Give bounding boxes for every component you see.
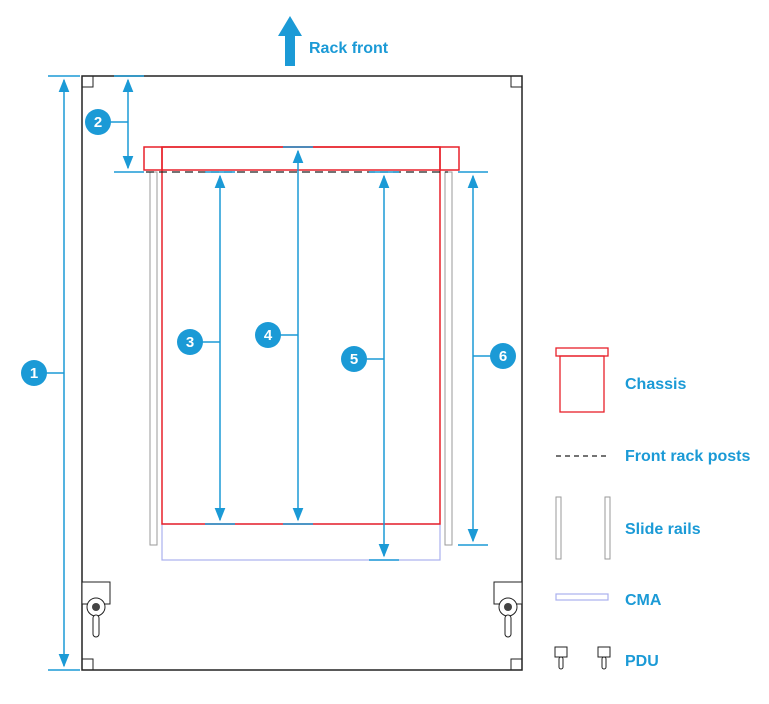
callout-1: 1 [21, 360, 47, 386]
callout-leaders [46, 121, 491, 374]
callout-4: 4 [255, 322, 281, 348]
pdu-right [493, 581, 523, 638]
rack-front-indicator: Rack front [278, 16, 389, 66]
slide-rails [149, 171, 453, 546]
rack-corner [510, 658, 523, 671]
legend-front-rack-posts-label: Front rack posts [625, 448, 750, 465]
rack-corner [81, 75, 94, 88]
pdu-left [81, 581, 111, 638]
rack-outline [81, 75, 523, 671]
legend-cma-label: CMA [625, 592, 662, 609]
rack-front-arrow-icon [278, 16, 302, 66]
callout-6-number: 6 [499, 348, 507, 365]
callout-5: 5 [341, 346, 367, 372]
cma-outline [161, 523, 441, 561]
callout-4-number: 4 [264, 327, 273, 344]
rack-front-label: Rack front [309, 40, 389, 57]
callout-3-number: 3 [186, 334, 194, 351]
rack-corner [510, 75, 523, 88]
callout-1-number: 1 [30, 365, 38, 382]
legend-chassis-swatch [555, 347, 609, 413]
legend-pdu-label: PDU [625, 653, 659, 670]
legend-pdu-swatch [554, 646, 611, 670]
callout-2-number: 2 [94, 114, 102, 131]
legend-cma-swatch [555, 593, 609, 601]
callout-5-number: 5 [350, 351, 358, 368]
callout-3: 3 [177, 329, 203, 355]
legend-chassis-label: Chassis [625, 376, 686, 393]
legend-slide-rails-label: Slide rails [625, 521, 701, 538]
callout-2: 2 [85, 109, 111, 135]
callout-6: 6 [490, 343, 516, 369]
rack-corner [81, 658, 94, 671]
legend: Chassis Front rack posts Slide rails CMA… [554, 347, 750, 670]
dimension-lines [48, 75, 488, 671]
legend-slide-rails-swatch [555, 496, 611, 560]
